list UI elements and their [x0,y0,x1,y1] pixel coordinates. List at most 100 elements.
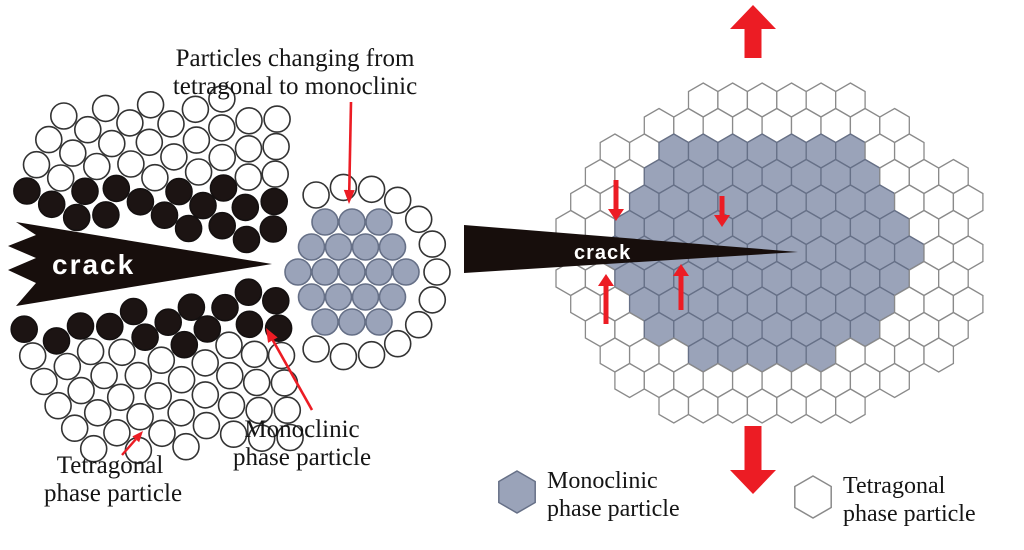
particle-circle [311,308,339,336]
particle-circle [124,361,153,390]
particle-circle [154,308,182,337]
particle-circle [234,135,263,163]
particle-circle [136,91,165,119]
particle-circle [83,152,111,181]
stress-arrow-up-right-head [673,264,689,276]
right-panel: crack Monoclinic phase particle Tetragon… [464,5,984,527]
particle-circle [392,258,420,286]
tetragonal-annotation-line2: phase particle [44,480,182,507]
particle-circle [144,382,172,410]
hex-cell-tetragonal [879,362,910,399]
particle-circle [170,330,199,359]
particle-circle [211,293,239,322]
particle-circle [311,208,339,236]
particle-circle [18,342,47,370]
particle-circle [167,398,195,427]
particle-circle [74,115,102,144]
particle-circle [404,310,433,339]
legend-tetragonal-line2: phase particle [843,501,976,527]
left-panel: crack Particles changing from tetragonal… [8,45,451,507]
particle-circle [247,424,276,453]
transforming-pointer-arrow-head [343,189,355,204]
particle-circle [324,283,353,311]
particle-circle [261,160,290,188]
monoclinic-annotation-line1: Monoclinic [244,416,359,443]
particle-circle [232,225,261,254]
particle-circle [119,297,148,326]
monoclinic-pointer-arrow-shaft [271,339,314,411]
particle-circle [302,181,330,209]
tension-arrow-down-head [730,470,776,494]
particle-circle [60,414,89,443]
particle-circle [259,215,288,243]
particle-circle [383,329,412,358]
particle-circle [34,125,63,154]
particle-circle [177,293,206,322]
particle-circle [329,173,358,202]
right-crack-label: crack [574,242,631,264]
tetragonal-annotation-line1: Tetragonal [57,452,164,479]
particle-circle [219,420,248,449]
legend-monoclinic-line1: Monoclinic [547,468,658,494]
particle-circle [418,230,447,258]
particle-circle [126,402,154,431]
particle-circle [234,278,263,307]
left-annotation-arrows [121,101,355,456]
particle-circle [165,177,193,206]
particle-circle [338,258,366,286]
transforming-pointer-arrow-shaft [347,101,353,191]
particle-circle [44,391,72,420]
particle-circle [160,143,188,171]
particle-circle [191,381,220,409]
hex-cell-tetragonal [835,388,866,424]
particle-circle [13,177,41,205]
left-crack-label: crack [52,249,135,280]
particle-circle [117,150,145,178]
particle-circle [217,391,246,420]
particle-circle [338,208,366,236]
particle-circle [208,85,236,113]
particle-circle [311,258,339,286]
particle-circle [90,361,118,390]
particle-circle [234,163,263,191]
particle-circle [106,383,135,412]
legend-monoclinic-line2: phase particle [547,496,680,522]
particle-circle [189,191,217,220]
particle-circle [79,434,108,463]
particle-circle [126,188,155,216]
tension-arrows [730,5,776,494]
particle-circle [261,286,290,315]
particle-circle [351,283,380,311]
particle-circle [141,163,169,192]
particle-circle [235,107,263,135]
particle-circle [191,349,219,377]
particle-circle [263,105,291,133]
particle-circle [357,175,386,204]
particle-circle [10,315,39,344]
stress-arrow-down-right-head [714,215,730,227]
particle-circle [231,193,260,222]
stress-arrow-down-left-head [608,209,624,221]
particle-circle [378,283,407,311]
particle-circle [297,233,326,261]
particle-circle [59,139,87,167]
particle-circle [276,423,304,452]
particle-circle [150,201,179,229]
particle-circle [365,258,393,286]
particle-circle [418,286,447,314]
particle-circle [357,340,386,369]
particle-circle [329,342,358,371]
particle-circle [273,396,302,425]
particle-circle [131,323,159,352]
particle-circle [92,201,120,229]
particle-circle [96,312,124,341]
particle-circle [103,418,131,447]
particle-circle [91,94,120,123]
particle-circle [245,396,273,425]
particle-circle [184,158,213,186]
particle-circle [71,177,99,206]
particle-circle [76,337,105,366]
legend-monoclinic-hexagon-icon [498,470,536,514]
